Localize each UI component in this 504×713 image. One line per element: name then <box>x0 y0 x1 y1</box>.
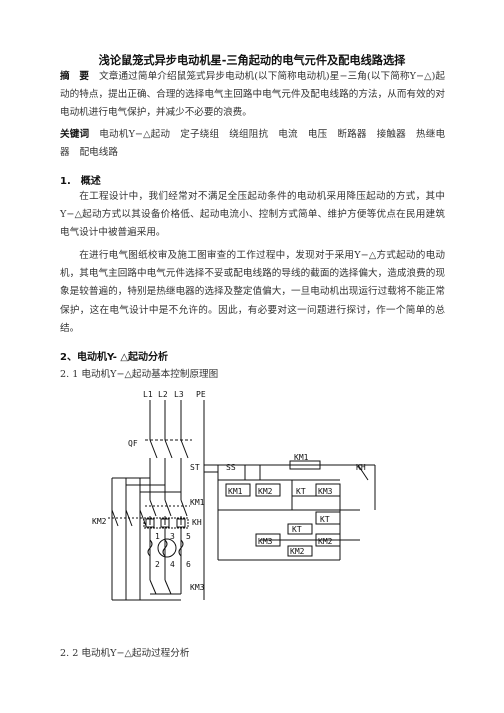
keywords: 关键词电动机Y−△起动定子绕组绕组阻抗电流电压断路器接触器热继电器配电线路 <box>60 126 445 162</box>
kt-coil-label: KT <box>320 515 330 524</box>
section1-paragraph-2: 在进行电气图纸校审及施工图审查的工作过程中，发现对于采用Y−△方式起动的电动机，… <box>60 250 445 334</box>
phase-label-l1: L1 <box>143 390 153 399</box>
km3-coil-label: KM3 <box>318 487 333 496</box>
abstract-label: 摘 要 <box>60 71 90 82</box>
km2-contact-label: KM2 <box>258 487 273 496</box>
phase-label-pe: PE <box>196 390 206 399</box>
km1-coil-label: KM1 <box>294 453 309 462</box>
km2-contact-label-2: KM2 <box>290 547 305 556</box>
km1-contact-label: KM1 <box>228 487 243 496</box>
terminal-6: 6 <box>186 560 191 569</box>
subsection-2-1: 2. 1 电动机Y−△起动基本控制原理图 <box>60 369 219 380</box>
km3-main-label: KM3 <box>190 583 205 592</box>
keyword: 接触器 <box>376 129 406 140</box>
st-label: ST <box>190 463 200 472</box>
keyword: 电动机Y−△起动 <box>99 129 171 140</box>
keyword: 绕组阻抗 <box>229 129 269 140</box>
terminal-3: 3 <box>170 532 175 541</box>
kt-contact-label: KT <box>296 487 306 496</box>
kh-contact-label: KH <box>356 463 366 472</box>
phase-label-l3: L3 <box>174 390 184 399</box>
terminal-1: 1 <box>155 532 160 541</box>
phase-label-l2: L2 <box>158 390 168 399</box>
section2-heading: 2、电动机Y- △起动分析 <box>60 352 169 363</box>
terminal-4: 4 <box>170 560 175 569</box>
abstract-text: 文章通过简单介绍鼠笼式异步电动机(以下简称电动机)星−三角(以下简称Y−△)起动… <box>60 71 446 119</box>
subsection-2-2: 2. 2 电动机Y−△起动过程分析 <box>60 648 190 659</box>
terminal-2: 2 <box>155 560 160 569</box>
keyword: 定子绕组 <box>180 129 220 140</box>
keyword: 电压 <box>307 129 328 140</box>
ss-label: SS <box>226 463 236 472</box>
keyword: 配电线路 <box>79 147 118 159</box>
keywords-label: 关键词 <box>60 129 90 140</box>
qf-label: QF <box>128 439 138 448</box>
section1-paragraph-1: 在工程设计中，我们经常对不满足全压起动条件的电动机采用降压起动的方式，其中Y−△… <box>60 191 445 239</box>
keyword: 断路器 <box>337 129 367 140</box>
section1-heading: 1. 概述 <box>60 176 101 187</box>
abstract: 摘 要文章通过简单介绍鼠笼式异步电动机(以下简称电动机)星−三角(以下简称Y−△… <box>60 68 445 123</box>
terminal-5: 5 <box>186 532 191 541</box>
keyword: 热继电器 <box>60 129 446 159</box>
km1-main-label: KM1 <box>190 498 205 507</box>
article-title: 浅论鼠笼式异步电动机星-三角起动的电气元件及配电线路选择 <box>98 54 406 67</box>
km2-coil-label: KM2 <box>318 537 333 546</box>
kt-contact-label-2: KT <box>292 525 302 534</box>
km2-main-label: KM2 <box>92 517 107 526</box>
keyword: 电流 <box>278 129 298 140</box>
kh-main-label: KH <box>192 518 202 527</box>
km3-contact-label: KM3 <box>258 537 273 546</box>
